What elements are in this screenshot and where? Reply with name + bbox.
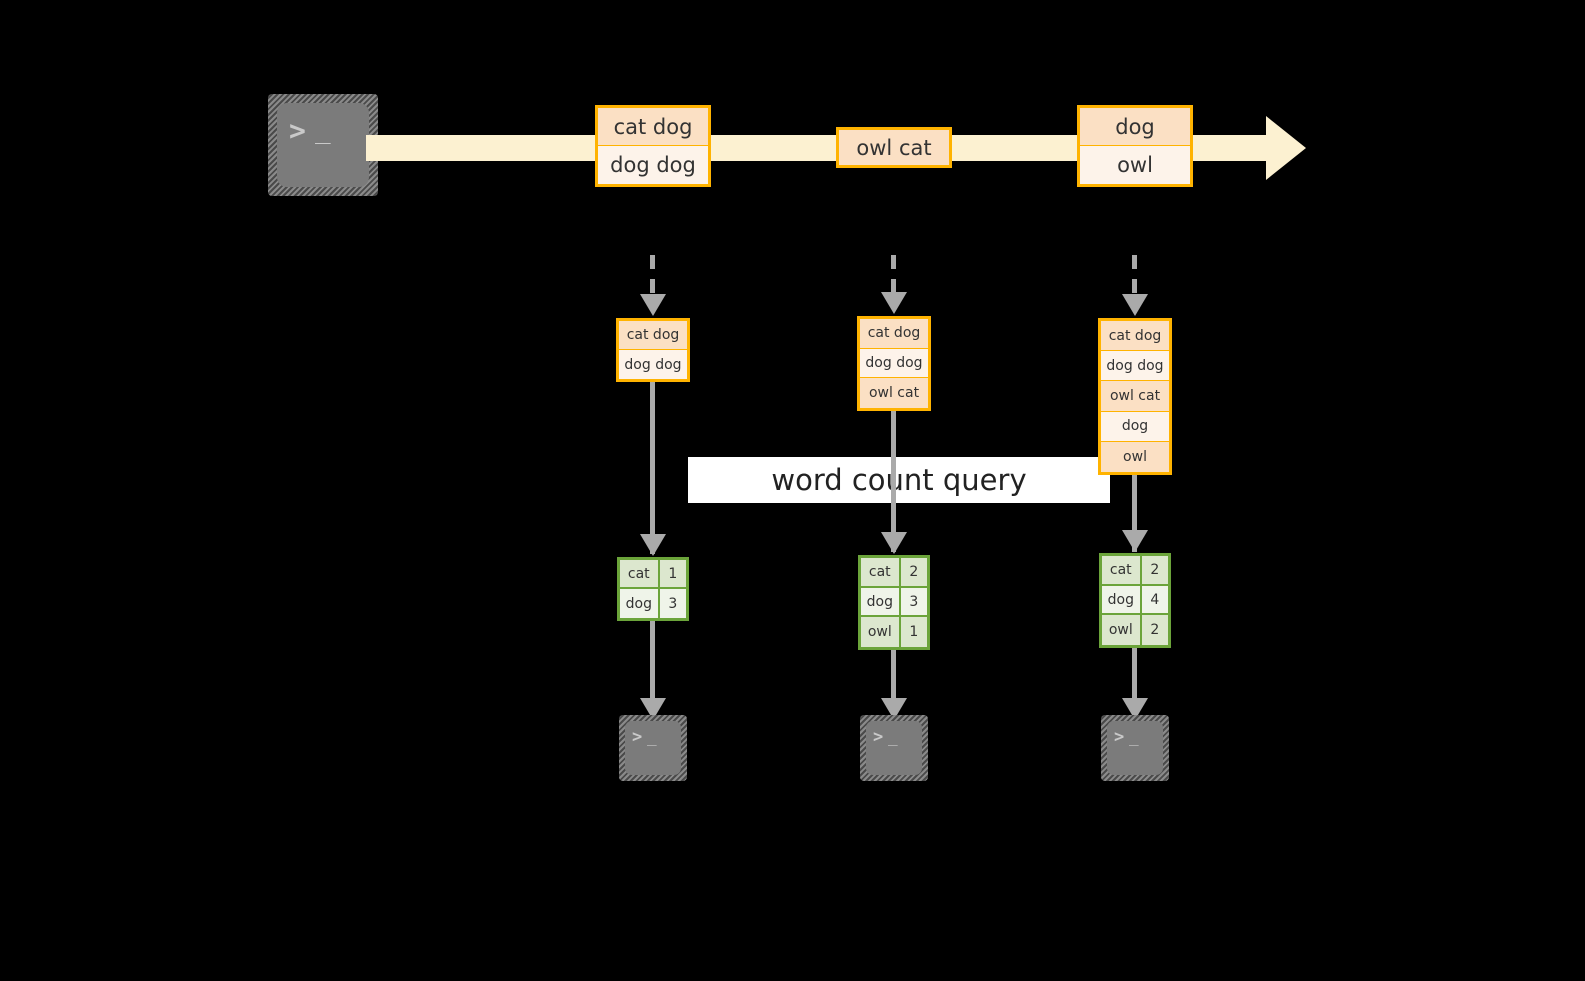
result-word: owl xyxy=(861,617,901,647)
stream-arrow-head xyxy=(1266,116,1306,180)
result-word: dog xyxy=(620,589,660,618)
query-flow-arrowhead xyxy=(1122,530,1148,552)
result-word: dog xyxy=(1102,585,1142,614)
sink-terminal-icon: > _ xyxy=(860,715,928,781)
log-line: dog dog xyxy=(619,350,687,379)
sink-flow-arrowhead xyxy=(640,698,666,720)
snapshot-tap-line xyxy=(650,255,655,297)
query-flow-arrowhead xyxy=(640,534,666,556)
query-label-text: word count query xyxy=(771,463,1027,497)
terminal-cursor-icon: _ xyxy=(888,727,898,746)
log-line: dog dog xyxy=(1101,351,1169,382)
snapshot-tap-arrowhead xyxy=(1122,294,1148,316)
result-count: 1 xyxy=(668,565,678,582)
result-word: cat xyxy=(861,558,901,586)
log-line: owl cat xyxy=(860,378,928,408)
log-line: cat dog xyxy=(1101,321,1169,352)
table-row: cat 2 xyxy=(1102,556,1168,586)
result-count: 1 xyxy=(909,624,919,641)
result-count: 4 xyxy=(1150,591,1160,608)
table-row: dog 3 xyxy=(861,587,927,618)
sink-flow-arrowhead xyxy=(1122,698,1148,720)
log-line: dog dog xyxy=(860,348,928,379)
log-line: dog xyxy=(1101,411,1169,442)
message-line: owl cat xyxy=(839,130,949,165)
snapshot-tap-arrowhead xyxy=(640,294,666,316)
terminal-chevron-icon: > xyxy=(289,114,306,147)
log-line: owl xyxy=(1101,441,1169,472)
result-count: 3 xyxy=(668,595,678,612)
terminal-screen: > _ xyxy=(866,721,922,775)
message-line: dog dog xyxy=(598,146,708,184)
sink-flow-line xyxy=(650,621,655,701)
message-line: dog xyxy=(1080,108,1190,146)
query-flow-arrowhead xyxy=(881,532,907,554)
terminal-cursor-icon: _ xyxy=(647,727,657,746)
table-row: cat 2 xyxy=(861,558,927,588)
terminal-chevron-icon: > xyxy=(873,727,884,747)
snapshot-log[interactable]: cat dog dog dog owl cat dog owl xyxy=(1098,318,1172,475)
table-row: dog 3 xyxy=(620,589,686,618)
snapshot-tap-arrowhead xyxy=(881,292,907,314)
terminal-screen: > _ xyxy=(625,721,681,775)
result-word: cat xyxy=(1102,556,1142,584)
message-line: cat dog xyxy=(598,108,708,146)
query-label-band: word count query xyxy=(688,457,1110,503)
result-count: 2 xyxy=(1150,622,1160,639)
result-table[interactable]: cat 1 dog 3 xyxy=(617,557,689,621)
sink-terminal-icon: > _ xyxy=(1101,715,1169,781)
sink-flow-line xyxy=(891,650,896,701)
message-line: owl xyxy=(1080,146,1190,184)
result-word: owl xyxy=(1102,615,1142,645)
table-row: owl 1 xyxy=(861,617,927,647)
query-flow-line xyxy=(650,382,655,554)
snapshot-tap-line xyxy=(891,255,896,295)
terminal-screen: > _ xyxy=(277,103,369,187)
table-row: owl 2 xyxy=(1102,615,1168,645)
snapshot-log[interactable]: cat dog dog dog owl cat xyxy=(857,316,931,411)
stream-message[interactable]: dog owl xyxy=(1077,105,1193,187)
snapshot-log[interactable]: cat dog dog dog xyxy=(616,318,690,382)
query-flow-line xyxy=(1132,475,1137,552)
snapshot-tap-line xyxy=(1132,255,1137,297)
query-flow-line xyxy=(891,411,896,552)
terminal-cursor-icon: _ xyxy=(1129,727,1139,746)
result-table[interactable]: cat 2 dog 3 owl 1 xyxy=(858,555,930,650)
result-word: dog xyxy=(861,587,901,616)
table-row: cat 1 xyxy=(620,560,686,589)
result-count: 3 xyxy=(909,593,919,610)
terminal-cursor-icon: _ xyxy=(315,115,331,145)
log-line: owl cat xyxy=(1101,381,1169,412)
result-count: 2 xyxy=(909,563,919,580)
log-line: cat dog xyxy=(860,319,928,349)
result-table[interactable]: cat 2 dog 4 owl 2 xyxy=(1099,553,1171,648)
sink-terminal-icon: > _ xyxy=(619,715,687,781)
sink-flow-arrowhead xyxy=(881,698,907,720)
result-count: 2 xyxy=(1150,561,1160,578)
stream-message[interactable]: owl cat xyxy=(836,127,952,168)
table-row: dog 4 xyxy=(1102,585,1168,616)
terminal-screen: > _ xyxy=(1107,721,1163,775)
sink-flow-line xyxy=(1132,648,1137,701)
stream-message[interactable]: cat dog dog dog xyxy=(595,105,711,187)
result-word: cat xyxy=(620,560,660,587)
log-line: cat dog xyxy=(619,321,687,350)
source-terminal-icon: > _ xyxy=(268,94,378,196)
terminal-chevron-icon: > xyxy=(1114,727,1125,747)
terminal-chevron-icon: > xyxy=(632,727,643,747)
